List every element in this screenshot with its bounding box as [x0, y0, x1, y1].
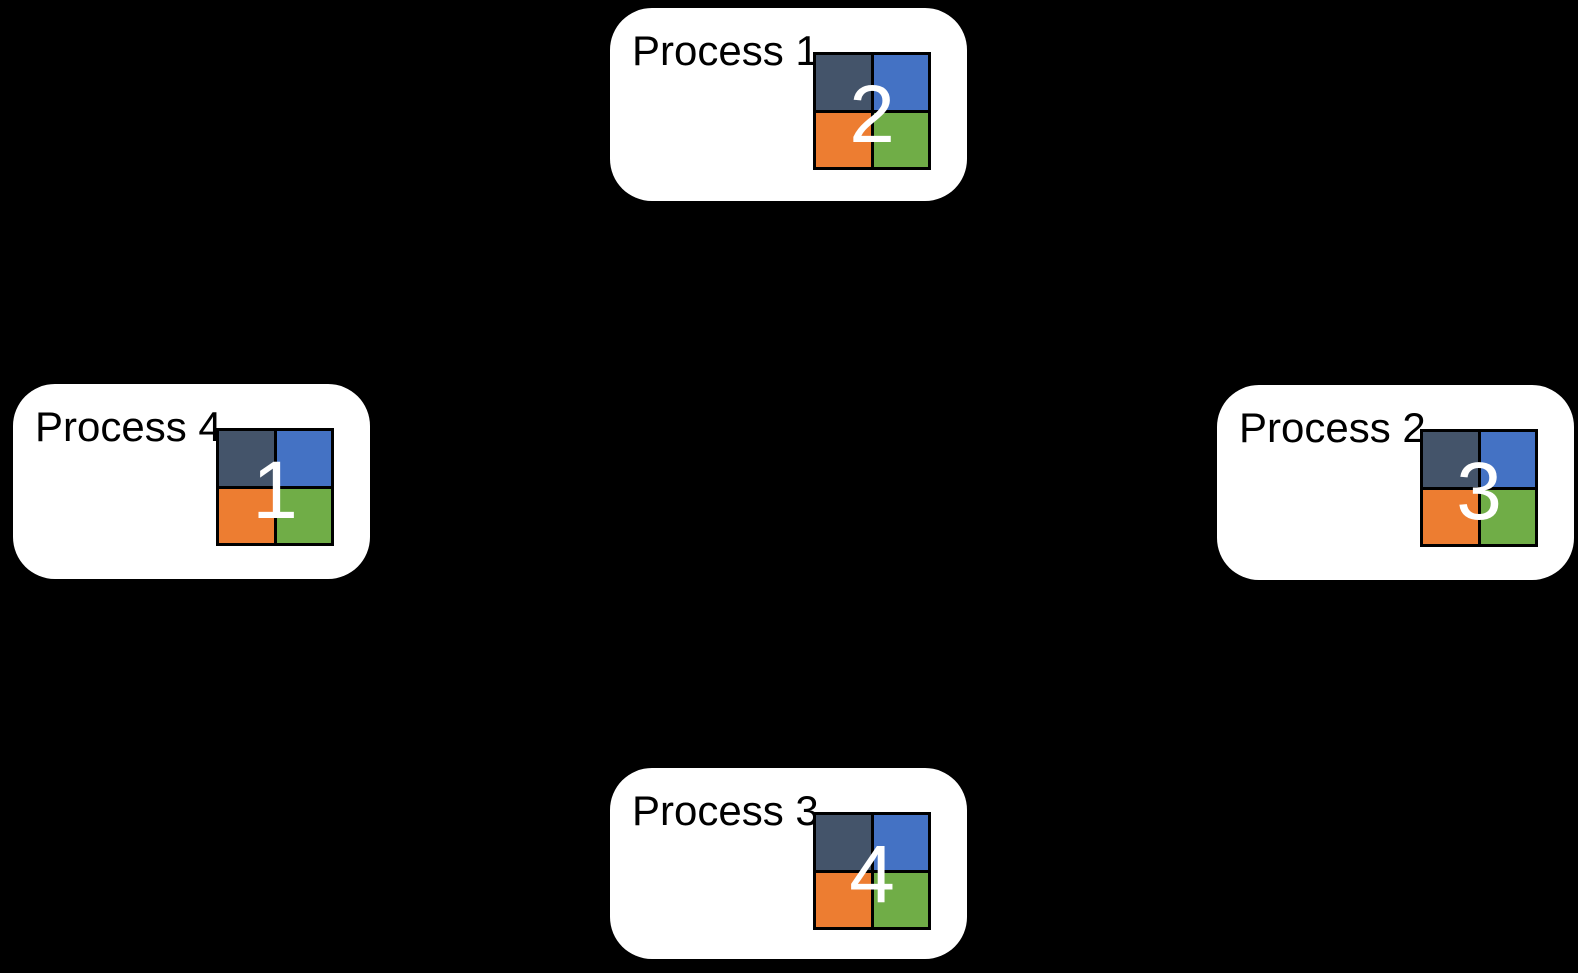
process-node-1: Process 1 2	[610, 8, 967, 201]
process-2-number: 3	[1456, 446, 1502, 537]
quad-cell-top-left	[1423, 432, 1478, 487]
quad-cell-bottom-left	[816, 112, 871, 167]
process-node-2: Process 2 3	[1217, 385, 1574, 580]
process-node-4: Process 4 1	[13, 384, 370, 579]
process-2-label: Process 2	[1239, 404, 1426, 451]
process-4-label: Process 4	[35, 403, 222, 450]
process-3-number: 4	[849, 829, 895, 920]
quad-cell-top-left	[816, 55, 871, 110]
quad-cell-bottom-left	[816, 872, 871, 927]
process-4-number: 1	[252, 445, 298, 536]
quad-cell-bottom-right	[276, 488, 331, 543]
quad-cell-top-left	[219, 431, 274, 486]
process-3-label: Process 3	[632, 787, 819, 834]
quad-cell-top-right	[873, 55, 928, 110]
quad-cell-top-left	[816, 815, 871, 870]
quad-grid-icon: 3	[1420, 429, 1538, 547]
quad-cell-bottom-left	[219, 488, 274, 543]
quad-cell-bottom-right	[873, 112, 928, 167]
quad-cell-top-right	[873, 815, 928, 870]
process-1-number: 2	[849, 69, 895, 160]
quad-cell-top-right	[1480, 432, 1535, 487]
quad-cell-bottom-left	[1423, 489, 1478, 544]
quad-grid-icon: 4	[813, 812, 931, 930]
quad-cell-bottom-right	[873, 872, 928, 927]
quad-cell-top-right	[276, 431, 331, 486]
process-node-3: Process 3 4	[610, 768, 967, 959]
quad-grid-icon: 2	[813, 52, 931, 170]
quad-cell-bottom-right	[1480, 489, 1535, 544]
quad-grid-icon: 1	[216, 428, 334, 546]
process-1-label: Process 1	[632, 27, 819, 74]
